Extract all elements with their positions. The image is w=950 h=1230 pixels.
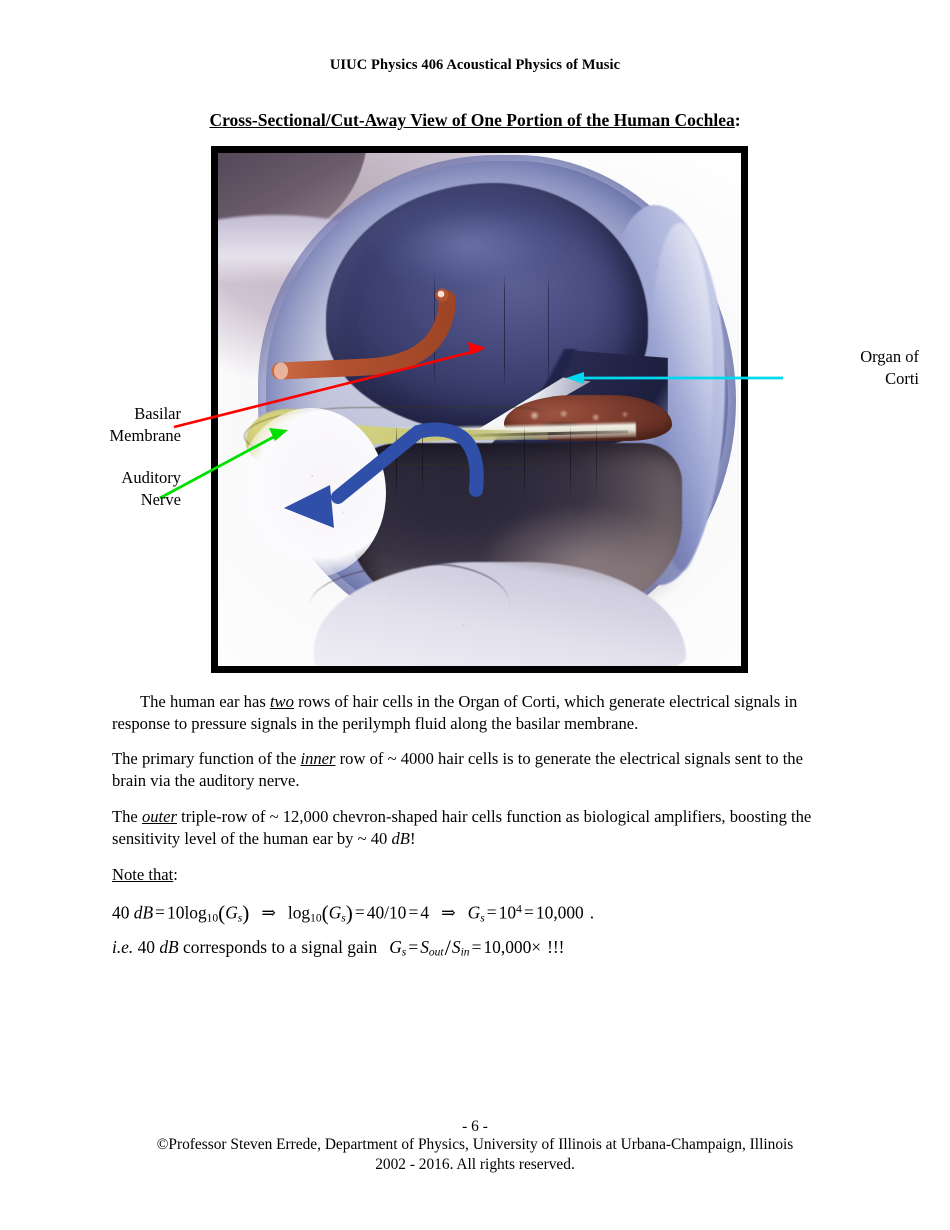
p3-unit-db: dB bbox=[391, 828, 410, 848]
page-title: Cross-Sectional/Cut-Away View of One Por… bbox=[0, 110, 950, 131]
eq2-value: 10,000 bbox=[483, 936, 532, 957]
eq1-equals-3: = bbox=[408, 902, 419, 923]
page-number: - 6 - bbox=[462, 1118, 488, 1135]
rust-marker-tube bbox=[271, 290, 456, 380]
eq1-log-2: log bbox=[287, 902, 311, 923]
copyright-line-1: ©Professor Steven Errede, Department of … bbox=[156, 1136, 794, 1153]
callout-basilar-membrane: Basilar Membrane bbox=[109, 404, 181, 445]
p2-part-a: The primary function of the bbox=[112, 749, 301, 768]
eq1-lparen-2: ( bbox=[321, 901, 329, 925]
eq1-implies-2: ⇒ bbox=[441, 902, 456, 923]
p3-part-c: ! bbox=[409, 828, 416, 848]
eq1-equals-4: = bbox=[486, 902, 497, 923]
callout-auditory-nerve: Auditory Nerve bbox=[121, 468, 181, 509]
cochlea-micrograph bbox=[218, 153, 741, 666]
eq1-G-sub-2: s bbox=[341, 912, 346, 925]
eq1-equals-1: = bbox=[155, 902, 165, 923]
equation-gain-derivation: 40 dB=10log10(Gs)⇒log10(Gs)=40/10=4⇒Gs=1… bbox=[112, 901, 594, 926]
eq1-ratio: 40/10 bbox=[366, 902, 407, 923]
callout-organ-of-corti: Organ of Corti bbox=[860, 347, 919, 388]
eq1-ten-2: 10 bbox=[498, 902, 517, 923]
eq2-S-out-sub: out bbox=[428, 946, 444, 959]
figure-frame bbox=[211, 146, 748, 673]
eq2-slash: / bbox=[444, 935, 451, 960]
eq2-equals-1: = bbox=[408, 936, 419, 957]
eq1-10: 10 bbox=[167, 902, 185, 923]
page-title-colon: : bbox=[734, 110, 741, 130]
figure-drawn-overlays bbox=[271, 288, 484, 528]
eq2-40: 40 bbox=[137, 936, 155, 957]
blue-marker-tube bbox=[331, 422, 484, 504]
eq1-equals-5: = bbox=[524, 902, 534, 923]
p1-part-b: rows of hair cells in the Organ of Corti… bbox=[112, 692, 798, 733]
eq1-G-3: G bbox=[467, 902, 481, 923]
paragraph-inner-row: The primary function of the inner row of… bbox=[112, 748, 818, 791]
eq2-times: × bbox=[531, 936, 542, 957]
paragraph-hair-cell-rows: The human ear has two rows of hair cells… bbox=[112, 691, 818, 734]
eq1-G-1: G bbox=[225, 902, 238, 923]
eq1-G-2: G bbox=[328, 902, 342, 923]
rust-tube-cap bbox=[274, 362, 288, 380]
eq1-four: 4 bbox=[420, 902, 430, 923]
p3-part-b: triple-row of ~ 12,000 chevron-shaped ha… bbox=[112, 807, 812, 848]
eq1-log-base-2: 10 bbox=[310, 912, 322, 925]
note-colon: : bbox=[173, 865, 178, 884]
cochlea-figure bbox=[211, 146, 748, 673]
eq1-db: dB bbox=[133, 902, 154, 923]
eq1-log-base: 10 bbox=[206, 912, 219, 925]
running-header: UIUC Physics 406 Acoustical Physics of M… bbox=[329, 57, 621, 73]
blue-marker-arrowhead bbox=[284, 485, 334, 528]
p2-emphasis-inner: inner bbox=[300, 749, 336, 768]
eq1-exponent: 4 bbox=[516, 901, 522, 916]
eq2-db: dB bbox=[159, 936, 179, 957]
eq1-rparen: ) bbox=[242, 901, 250, 925]
p3-emphasis-outer: outer bbox=[141, 807, 177, 826]
rust-tube-tip-inner bbox=[437, 290, 445, 298]
eq2-ie: i.e. bbox=[112, 936, 134, 957]
page-title-text: Cross-Sectional/Cut-Away View of One Por… bbox=[209, 110, 735, 130]
eq2-text: corresponds to a signal gain bbox=[183, 936, 378, 957]
eq2-S-in-sub: in bbox=[460, 946, 470, 959]
eq1-equals-2: = bbox=[354, 902, 365, 923]
eq2-S-in: S bbox=[451, 936, 461, 957]
eq1-implies-1: ⇒ bbox=[261, 902, 276, 923]
paragraph-outer-row: The outer triple-row of ~ 12,000 chevron… bbox=[112, 806, 818, 849]
p1-part-a: The human ear has bbox=[140, 692, 270, 711]
eq1-log: log bbox=[184, 902, 207, 923]
eq2-G: G bbox=[389, 936, 402, 957]
eq1-result: 10,000 bbox=[535, 902, 584, 923]
note-that-heading: Note that: bbox=[112, 864, 818, 886]
eq2-bangs: !!! bbox=[547, 936, 565, 957]
eq2-G-sub: s bbox=[401, 946, 407, 959]
eq2-S-out: S bbox=[420, 936, 429, 957]
eq1-G-sub-1: s bbox=[237, 912, 243, 925]
eq1-period: . bbox=[589, 902, 595, 923]
p3-part-a: The bbox=[112, 807, 142, 826]
equation-signal-gain: i.e. 40 dB corresponds to a signal gain G… bbox=[112, 935, 564, 961]
eq1-G-sub-3: s bbox=[480, 912, 485, 925]
eq1-rparen-2: ) bbox=[345, 901, 353, 925]
eq1-40: 40 bbox=[112, 902, 130, 923]
note-label: Note that bbox=[112, 865, 174, 884]
p1-emphasis-two: two bbox=[269, 692, 294, 711]
eq1-lparen: ( bbox=[218, 901, 226, 925]
eq2-equals-2: = bbox=[471, 936, 482, 957]
copyright-notice: ©Professor Steven Errede, Department of … bbox=[0, 1135, 950, 1175]
p2-part-b: row of ~ 4000 hair cells is to generate … bbox=[112, 749, 803, 790]
copyright-line-2: 2002 - 2016. All rights reserved. bbox=[375, 1156, 575, 1174]
